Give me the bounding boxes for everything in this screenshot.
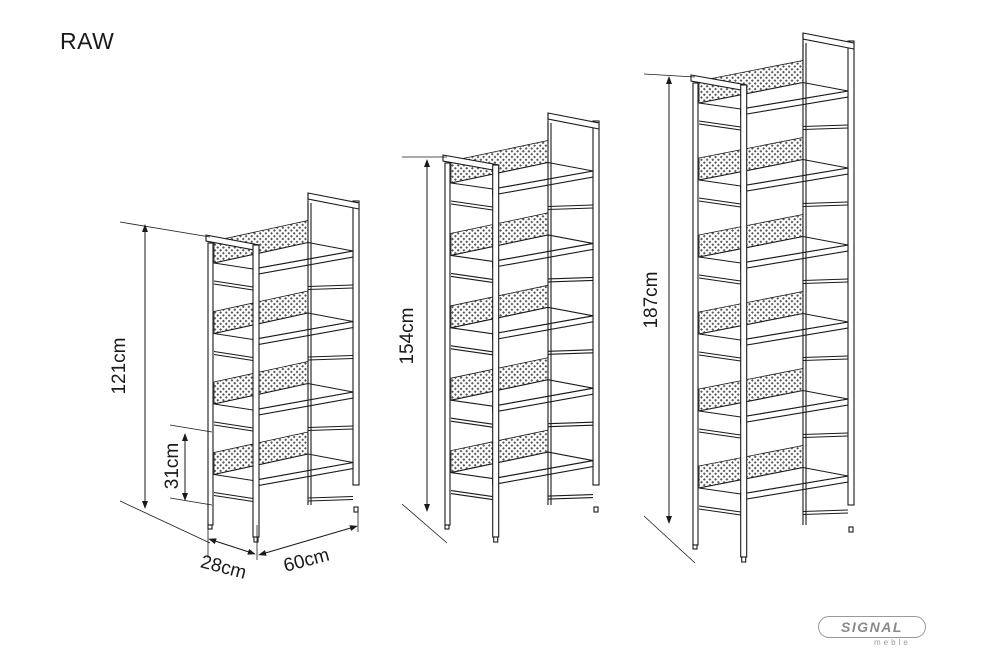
height-label: 187cm [641,271,662,328]
shelf-gap-label: 31cm [162,443,183,489]
product-title: RAW [60,28,115,54]
width-label: 60cm [281,545,331,577]
shelf-units [205,32,855,563]
brand-logo: SIGNAL [818,616,926,638]
height-dimension-large: 187cm [641,73,696,564]
dimension-annotations: 121cm 31cm 28cm 60cm 154cm 187cm [109,73,696,584]
shelf-unit-small [205,192,360,543]
brand-subtitle: meble [874,638,911,647]
depth-label: 28cm [198,552,248,584]
height-label: 121cm [109,337,130,394]
height-dimension-medium: 154cm [397,156,448,544]
height-dimension-small: 121cm [109,221,211,544]
height-label: 154cm [397,307,418,364]
brand-name: SIGNAL [841,619,903,635]
shelf-unit-large [690,32,855,563]
shelf-unit-medium [442,112,600,543]
